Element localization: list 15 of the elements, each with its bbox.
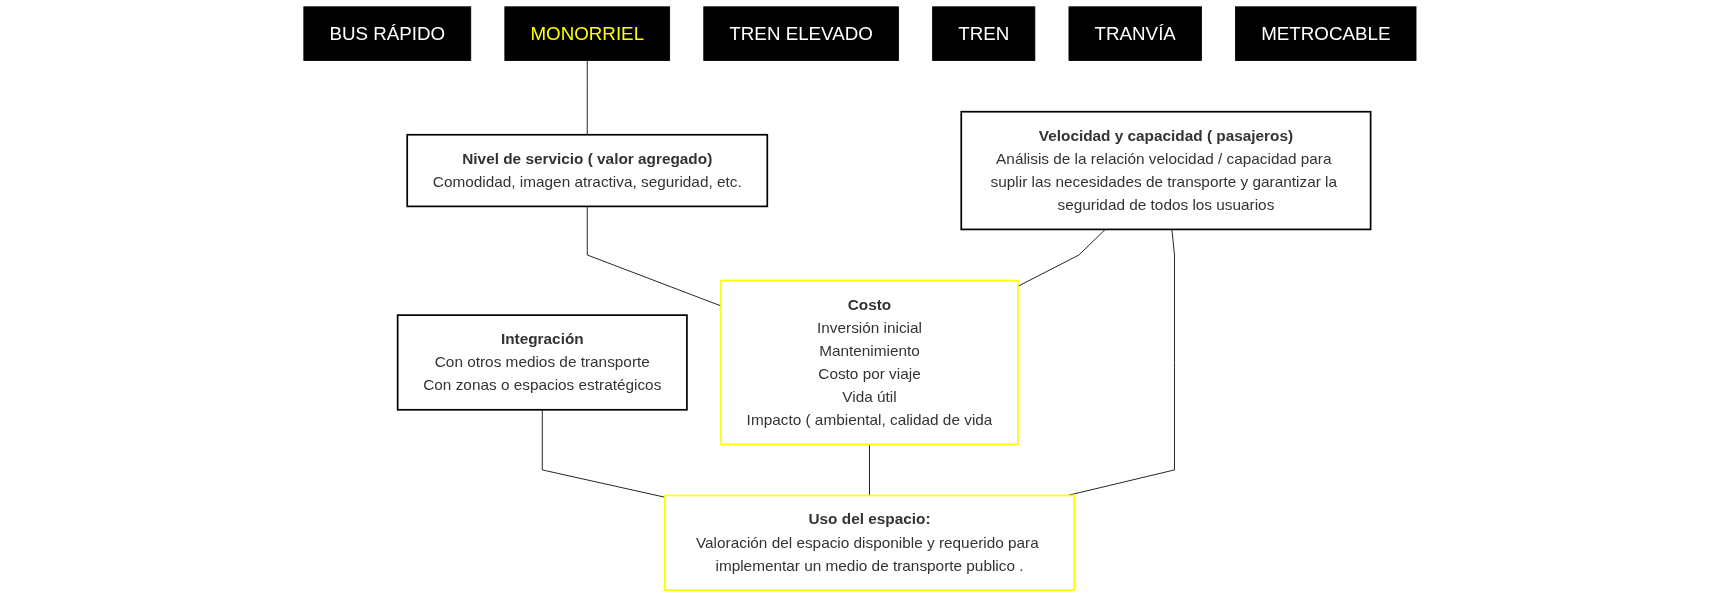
connector <box>1067 229 1175 496</box>
node-box: BUS RÁPIDO <box>303 6 472 61</box>
node-box: MONORRIEL <box>504 6 671 61</box>
node-box: Velocidad y capacidad ( pasajeros) Análisis de la relación velocidad / capacidad para suplir las necesidades de transporte y garantizar la seguridad de todos los usuarios <box>960 110 1372 231</box>
connector <box>869 443 870 496</box>
node-box: TREN ELEVADO <box>703 6 899 61</box>
node-box: Integración Con otros medios de transporte Con zonas o espacios estratégicos <box>396 314 688 411</box>
node-box: TREN <box>932 6 1036 61</box>
connector <box>586 60 588 136</box>
node-box: Costo Inversión inicial Mantenimiento Costo por viaje Vida útil Impacto ( ambiental, calidad de vida <box>720 279 1019 446</box>
connector <box>586 205 722 307</box>
node-box: TRANVÍA <box>1068 6 1202 61</box>
node-box: Uso del espacio: Valoración del espacio disponible y requerido para implementar un medio de transporte publico . <box>664 494 1076 591</box>
node-box: Nivel de servicio ( valor agregado) Comodidad, imagen atractiva, seguridad, etc. <box>406 133 769 208</box>
node-box: METROCABLE <box>1235 6 1417 61</box>
